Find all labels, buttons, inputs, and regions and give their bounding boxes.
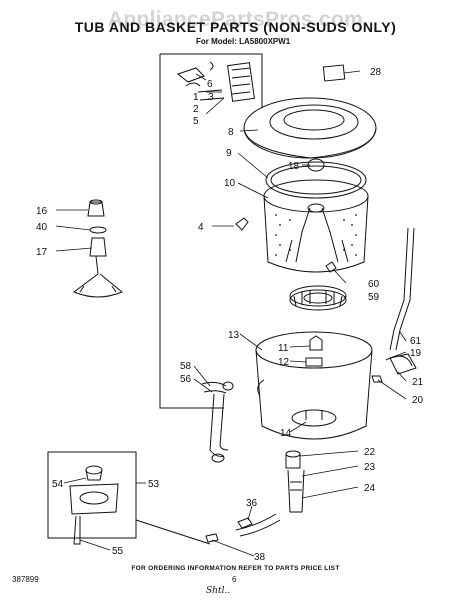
washer-12	[305, 357, 323, 367]
callout-21: 21	[412, 377, 424, 388]
callout-22: 22	[364, 447, 376, 458]
assembly-reference-line-top	[160, 53, 263, 108]
callout-leaders	[55, 70, 407, 557]
callout-36: 36	[246, 498, 258, 509]
callout-38: 38	[254, 552, 266, 563]
pump-assembly	[69, 465, 119, 545]
drain-assembly	[235, 450, 305, 537]
ordering-note: FOR ORDERING INFORMATION REFER TO PARTS …	[131, 565, 340, 572]
drive-hub-59	[289, 285, 347, 311]
callout-60: 60	[368, 279, 380, 290]
basket-perforations	[275, 214, 357, 256]
inlet-hose-61	[389, 227, 409, 351]
gasket-28	[322, 64, 346, 82]
callout-11: 11	[278, 343, 289, 354]
callout-61: 61	[410, 336, 422, 347]
balance-ring-9	[265, 161, 367, 199]
clip-4	[235, 217, 249, 231]
callout-8: 8	[228, 127, 234, 138]
callout-9: 9	[226, 148, 232, 159]
suspension-bracket-assembly	[176, 61, 255, 102]
callout-14: 14	[280, 428, 292, 439]
callout-58: 58	[180, 361, 192, 372]
callout-5: 5	[193, 116, 199, 127]
clamp-38	[205, 533, 219, 543]
model-label: For Model: LA5800XPW1	[196, 37, 291, 46]
callout-12: 12	[278, 357, 290, 368]
callout-24: 24	[364, 483, 376, 494]
pump-inset-box	[47, 451, 137, 539]
document-number: 387899	[12, 575, 39, 584]
agitator-cap-18	[307, 158, 325, 172]
outer-tub-13	[255, 331, 373, 440]
callout-59: 59	[368, 292, 380, 303]
pump-connector-line	[135, 519, 211, 545]
callout-23: 23	[364, 462, 376, 473]
tub-ring-8	[243, 97, 377, 159]
hose-19	[385, 355, 413, 367]
water-valve-21	[389, 353, 417, 375]
clamp-36	[237, 517, 253, 529]
callout-labels: 28 1 2 3 6 5 8 9 18 10 4 60 59 13 11 12 …	[36, 67, 424, 563]
callout-16: 16	[36, 206, 48, 217]
callout-19: 19	[410, 348, 422, 359]
callout-10: 10	[224, 178, 236, 189]
callout-40: 40	[36, 222, 48, 233]
callout-28: 28	[370, 67, 382, 78]
drain-hose-56	[201, 381, 234, 463]
diagram-title: TUB AND BASKET PARTS (NON-SUDS ONLY)	[74, 19, 397, 35]
callout-56: 56	[180, 374, 192, 385]
callout-3: 3	[208, 92, 214, 103]
signature: Shtl..	[206, 586, 231, 596]
callout-18: 18	[288, 161, 300, 172]
callout-6: 6	[207, 79, 213, 90]
callout-54: 54	[52, 479, 64, 490]
callout-1: 1	[193, 92, 199, 103]
clamp-20	[371, 375, 383, 383]
assembly-reference-line	[159, 54, 224, 409]
callout-2: 2	[193, 104, 199, 115]
watermark: AppliancePartsPros.com	[107, 8, 364, 31]
callout-55: 55	[112, 546, 124, 557]
agitator-assembly	[72, 199, 123, 298]
callout-17: 17	[36, 247, 48, 258]
callout-13: 13	[228, 330, 240, 341]
spanner-nut-60	[325, 261, 337, 273]
page-number: 6	[232, 575, 237, 584]
callout-53: 53	[148, 479, 160, 490]
seal-11	[309, 335, 323, 351]
callout-4: 4	[198, 222, 204, 233]
callout-20: 20	[412, 395, 424, 406]
